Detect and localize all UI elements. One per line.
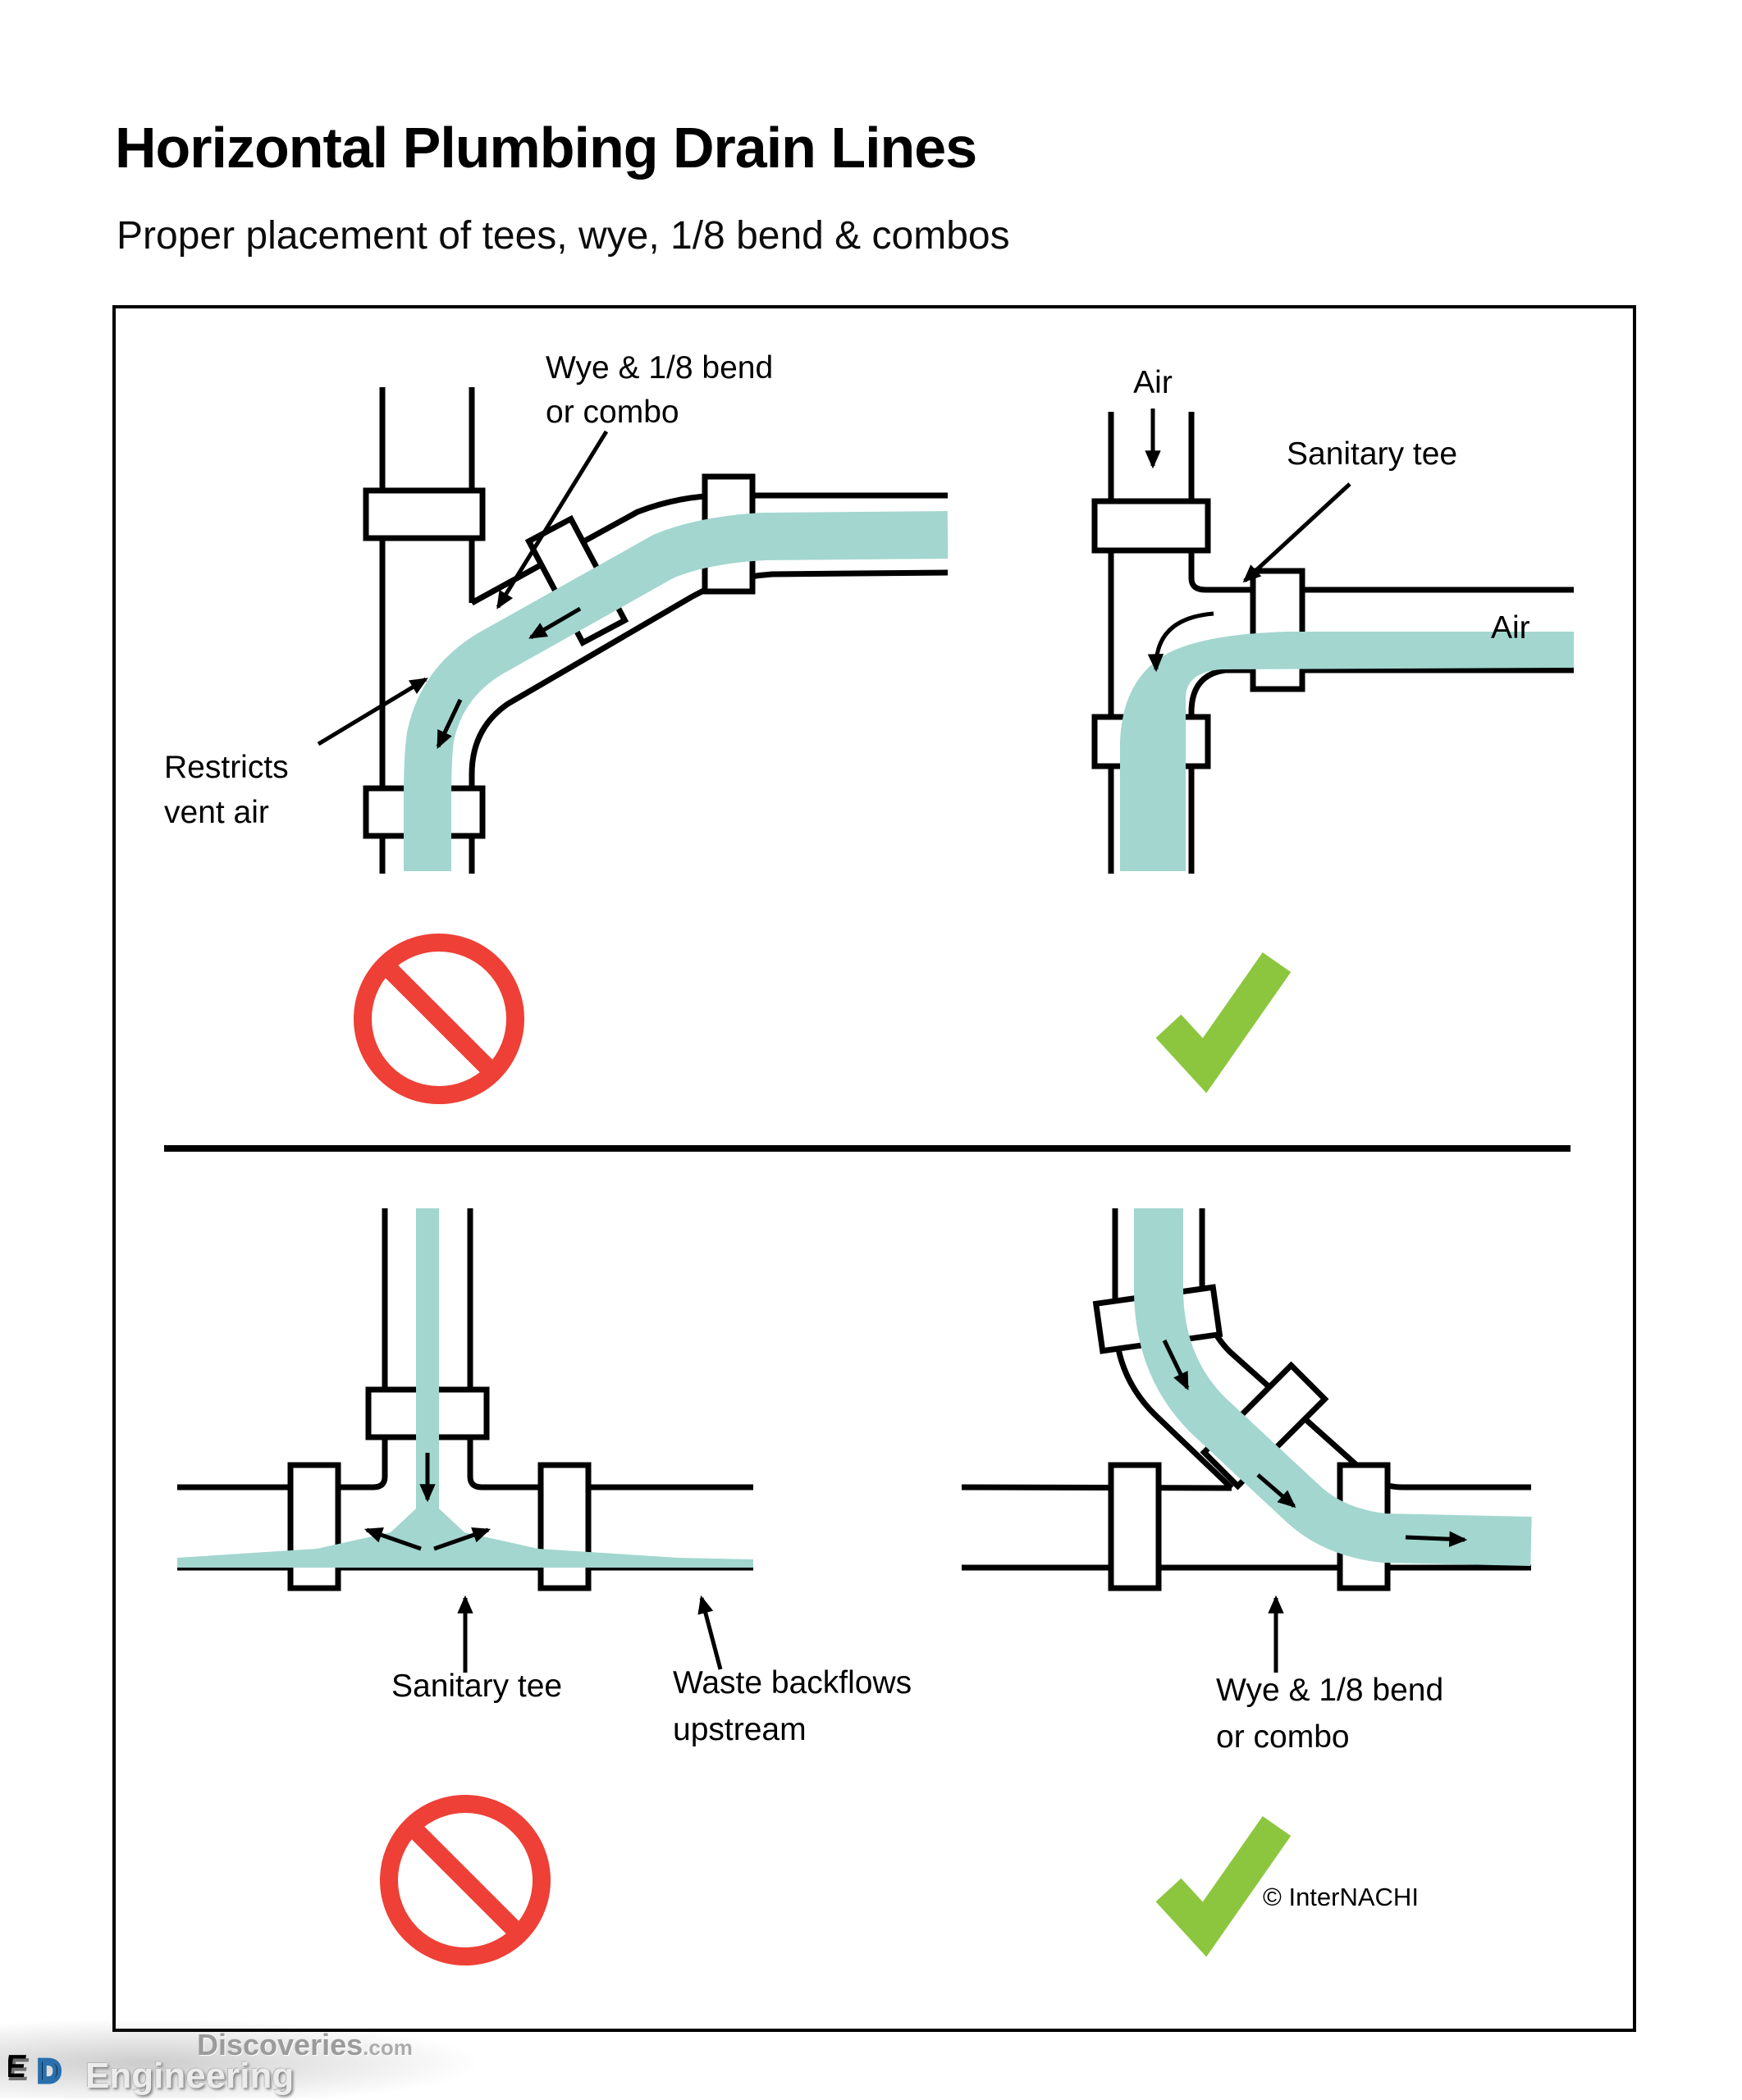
wye-combo-label: or combo bbox=[546, 395, 679, 430]
sanitary-tee-label: Sanitary tee bbox=[391, 1669, 562, 1704]
engineering-discoveries-logo: E E D bbox=[8, 2049, 63, 2091]
flow-arrow bbox=[1256, 1473, 1296, 1509]
coupling bbox=[287, 1462, 341, 1591]
pipe-wall bbox=[1188, 412, 1574, 593]
pipe-wall bbox=[961, 1484, 1232, 1491]
panel-bottom-left-wrong: Sanitary tee Waste backflows upstream bbox=[177, 1208, 912, 1956]
coupling bbox=[537, 1462, 592, 1591]
coupling bbox=[363, 487, 486, 541]
restricts-vent-air-label: vent air bbox=[164, 795, 269, 830]
air-label-right: Air bbox=[1491, 610, 1530, 646]
waste-backflows-label: Waste backflows bbox=[673, 1665, 912, 1701]
logo-letter-d: D bbox=[38, 2054, 61, 2089]
waste-backflows-label: upstream bbox=[673, 1712, 807, 1747]
flow-arrow bbox=[1162, 1339, 1190, 1390]
coupling bbox=[1250, 568, 1305, 692]
wye-combo-label: or combo bbox=[1216, 1719, 1350, 1755]
watermark-engineering: Engineering bbox=[85, 2056, 295, 2096]
page-title: Horizontal Plumbing Drain Lines bbox=[115, 116, 977, 180]
internachi-credit: © InterNACHI bbox=[1263, 1883, 1419, 1911]
label-arrow bbox=[1242, 482, 1351, 583]
label-arrow bbox=[496, 430, 609, 609]
watermark-line1: Discoveries.com bbox=[197, 2028, 413, 2062]
page-subtitle: Proper placement of tees, wye, 1/8 bend … bbox=[117, 214, 1010, 258]
checkmark-icon bbox=[1168, 962, 1277, 1066]
pipe-wall bbox=[467, 1208, 753, 1491]
coupling bbox=[1108, 1462, 1162, 1591]
air-label-top: Air bbox=[1133, 365, 1173, 400]
flow-arrow bbox=[528, 606, 582, 640]
prohibition-icon bbox=[389, 1804, 542, 1956]
panel-top-left-wrong: Wye & 1/8 bend or combo Restricts vent a… bbox=[164, 350, 949, 1095]
waste-flow bbox=[404, 511, 949, 871]
wye-combo-label: Wye & 1/8 bend bbox=[546, 350, 773, 386]
panel-bottom-right-correct: Wye & 1/8 bend or combo © InterNACHI bbox=[961, 1208, 1532, 1929]
watermark-dot-com: .com bbox=[363, 2035, 413, 2060]
backflow-splash bbox=[177, 1498, 753, 1568]
waste-flow bbox=[1120, 632, 1574, 871]
air-curve-arrow bbox=[1147, 611, 1214, 673]
flow-arrow bbox=[1405, 1531, 1468, 1547]
watermark-discoveries: Discoveries bbox=[197, 2028, 363, 2061]
checkmark-icon bbox=[1168, 1826, 1277, 1929]
restricts-vent-air-label: Restricts bbox=[164, 750, 289, 785]
panel-top-right-correct: Air Sanitary tee Air bbox=[1091, 365, 1574, 1066]
wye-combo-label: Wye & 1/8 bend bbox=[1216, 1673, 1443, 1708]
flow-arrow bbox=[436, 698, 463, 749]
flow-arrow bbox=[363, 1527, 422, 1551]
watermark-background bbox=[0, 2020, 476, 2098]
label-arrow bbox=[697, 1595, 723, 1670]
label-arrow bbox=[317, 677, 428, 746]
flow-arrow bbox=[433, 1527, 492, 1551]
plumbing-diagram: Wye & 1/8 bend or combo Restricts vent a… bbox=[164, 350, 1574, 2029]
sanitary-tee-label: Sanitary tee bbox=[1287, 436, 1457, 472]
prohibition-icon bbox=[363, 943, 515, 1095]
waste-flow bbox=[1134, 1208, 1532, 1566]
coupling bbox=[1091, 498, 1211, 554]
pipe-wall bbox=[1188, 667, 1574, 874]
figure-box: Wye & 1/8 bend or combo Restricts vent a… bbox=[112, 305, 1636, 2032]
pipe-wall bbox=[177, 1208, 388, 1491]
